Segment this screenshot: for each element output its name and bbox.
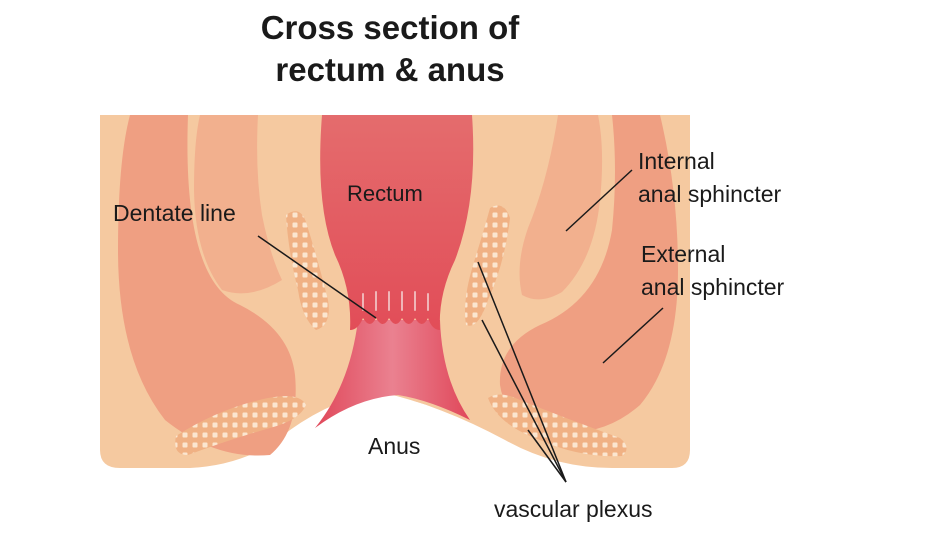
leader-lines <box>257 169 664 483</box>
anus-opening <box>290 398 505 468</box>
external-sphincter-left <box>118 115 296 456</box>
label-dentate-line: Dentate line <box>113 200 236 226</box>
label-external-sphincter-1: External <box>641 241 726 267</box>
label-internal-sphincter-2: anal sphincter <box>638 181 782 207</box>
title-line-1: Cross section of <box>260 9 520 46</box>
anal-canal <box>315 320 470 428</box>
plexus-leader-mid <box>481 319 567 483</box>
dentate-leader <box>257 235 377 319</box>
internal-sphincter-left <box>194 115 282 294</box>
label-rectum: Rectum <box>347 181 423 206</box>
label-vascular-plexus: vascular plexus <box>494 496 653 522</box>
internal-sphincter-leader <box>565 169 633 232</box>
label-external-sphincter-2: anal sphincter <box>641 274 785 300</box>
external-sphincter-right <box>499 115 678 433</box>
label-anus: Anus <box>368 433 421 459</box>
internal-sphincter-right <box>519 115 603 300</box>
external-sphincter-leader <box>602 307 664 364</box>
rectum <box>320 115 474 330</box>
plexus-leader-upper <box>477 261 567 483</box>
dentate-ridges <box>362 291 429 311</box>
label-internal-sphincter-1: Internal <box>638 148 715 174</box>
plexus-leader-lower <box>527 429 567 483</box>
title-line-2: rectum & anus <box>275 51 505 88</box>
